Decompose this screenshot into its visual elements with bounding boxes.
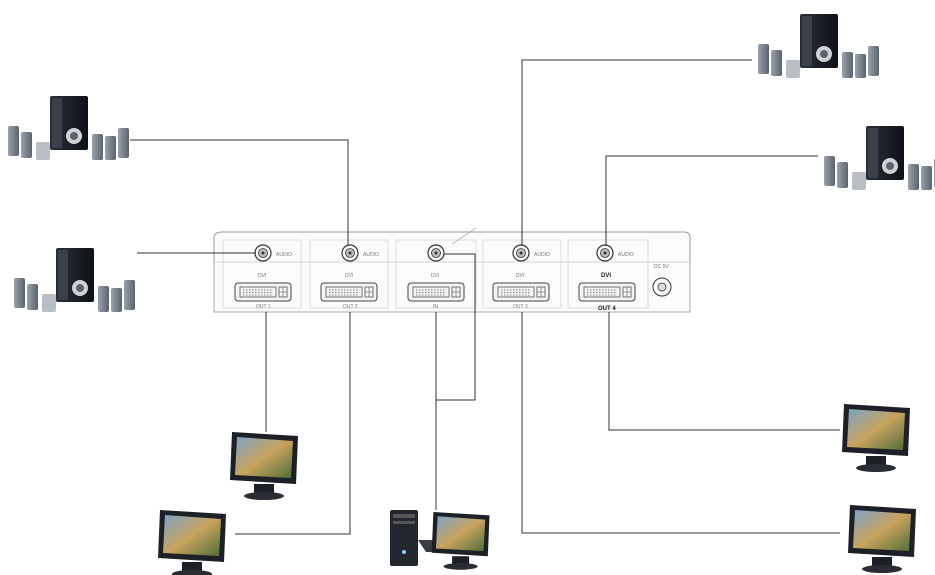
wire-speaker-out4	[605, 155, 818, 246]
dvi-label-input: DVI	[431, 273, 439, 279]
dvi-splitter-panel: AUDIO DVI OUT 1 AUDIO DVI OUT 2 DVI IN A…	[213, 227, 691, 313]
port-label-2: OUT 2	[343, 304, 358, 310]
port-label-3: OUT 3	[513, 304, 528, 310]
port-module-2: AUDIO DVI OUT 2	[309, 239, 389, 310]
power-jack: DC 5V	[652, 264, 672, 297]
port-module-input: DVI IN	[395, 227, 477, 310]
audio-jack-3	[512, 244, 530, 262]
audio-jack-input	[427, 244, 445, 262]
port-module-4: AUDIO DVI OUT 4	[567, 239, 649, 312]
dvi-port-input	[407, 282, 465, 302]
audio-label-4: AUDIO	[618, 252, 634, 258]
wire-monitor-out2	[235, 312, 351, 535]
port-module-1: AUDIO DVI OUT 1	[222, 239, 302, 310]
wire-monitor-out3	[521, 312, 840, 534]
audio-label-1: AUDIO	[276, 252, 292, 258]
power-label: DC 5V	[654, 264, 669, 270]
dvi-label-1: DVI	[258, 273, 266, 279]
audio-label-3: AUDIO	[534, 252, 550, 258]
lcd-monitor-icon	[230, 432, 298, 500]
dvi-label-3: DVI	[516, 273, 524, 279]
audio-jack-4	[596, 244, 614, 262]
speaker-system-icon	[8, 96, 129, 160]
speaker-system-icon	[758, 14, 879, 78]
dvi-label-2: DVI	[345, 273, 353, 279]
connection-wires	[130, 59, 840, 535]
dvi-port-1	[234, 282, 292, 302]
port-label-4: OUT 4	[598, 306, 616, 312]
dvi-port-3	[492, 282, 550, 302]
speaker-system-icon	[824, 126, 935, 190]
audio-jack-1	[254, 244, 272, 262]
wire-computer-audio	[436, 253, 476, 401]
lcd-monitor-icon	[848, 505, 916, 573]
lcd-monitor-icon	[158, 510, 226, 575]
wire-monitor-out4	[608, 312, 840, 431]
speaker-system-icon	[14, 248, 135, 312]
audio-jack-2	[341, 244, 359, 262]
dvi-port-2	[320, 282, 378, 302]
port-label-input: IN	[433, 304, 438, 310]
dvi-label-4: DVI	[601, 273, 611, 279]
audio-label-2: AUDIO	[363, 252, 379, 258]
lcd-monitor-icon	[842, 404, 910, 472]
desktop-computer-icon	[390, 510, 490, 570]
wire-speaker-out2	[130, 139, 349, 246]
wire-speaker-out3	[521, 59, 752, 246]
dvi-port-4	[578, 282, 636, 302]
port-label-1: OUT 1	[256, 304, 271, 310]
